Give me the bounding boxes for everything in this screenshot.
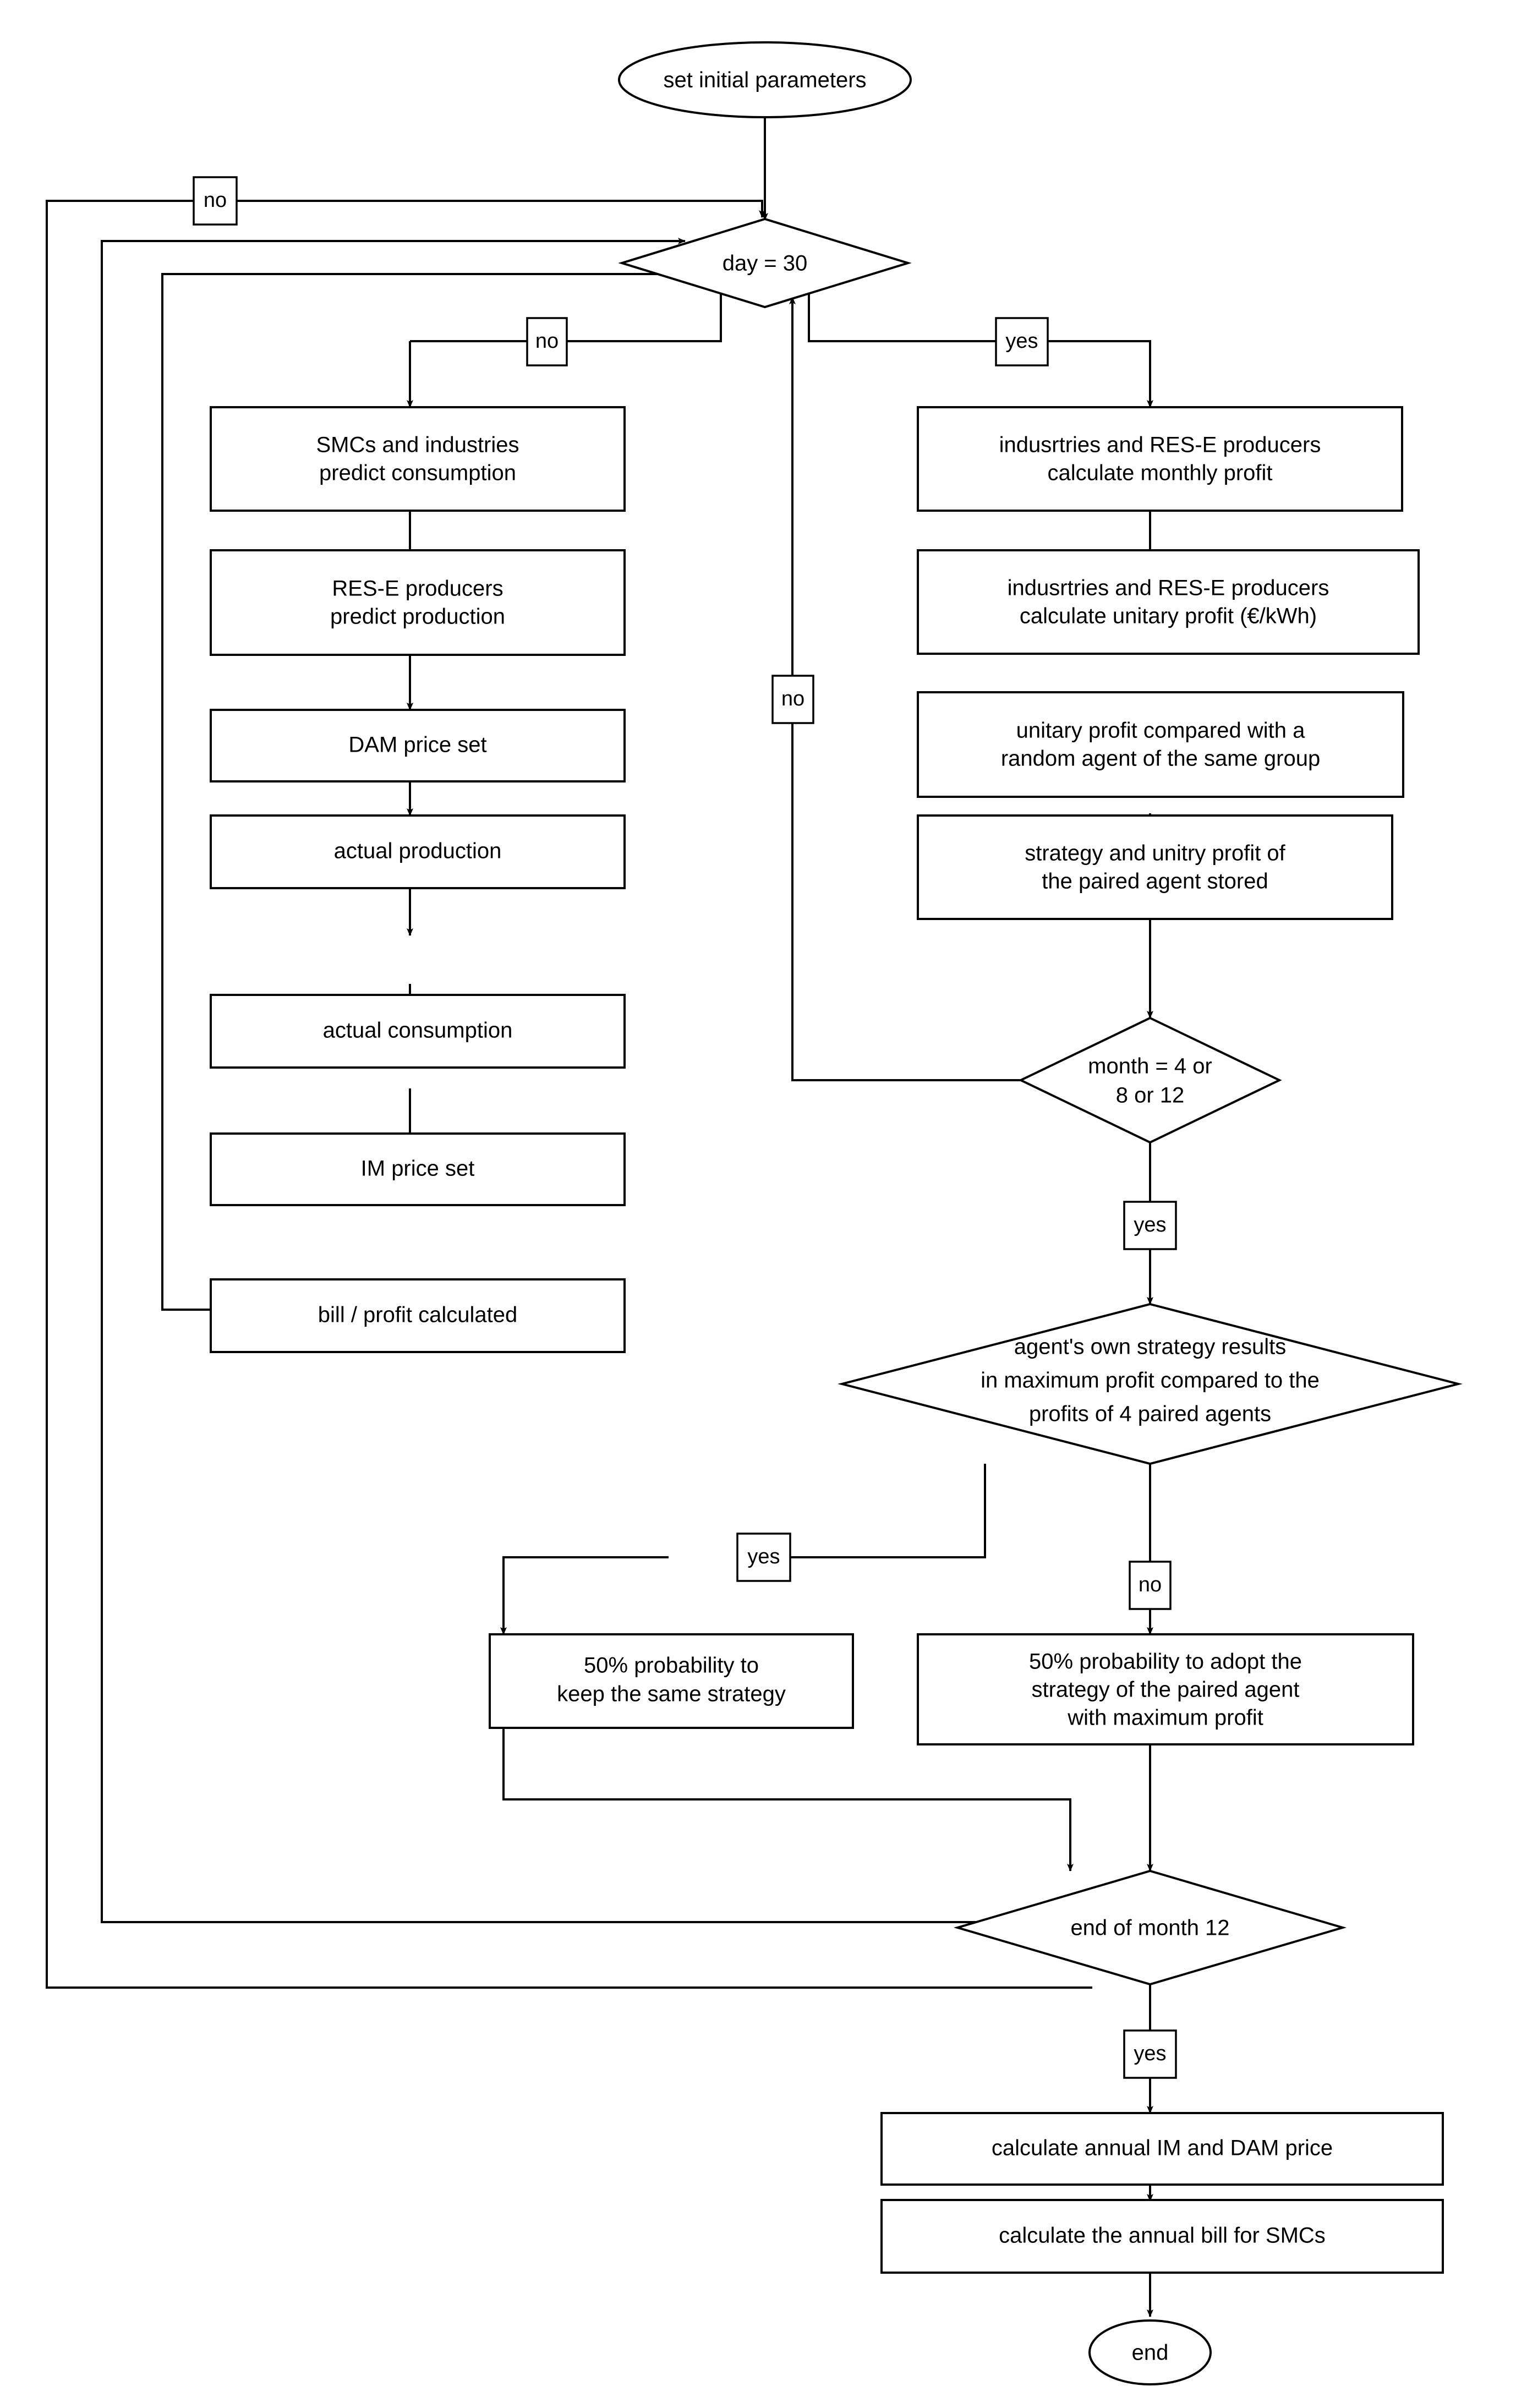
node-month-line1: month = 4 or — [1088, 1054, 1212, 1079]
edge-label-no-month-left-text: no — [781, 687, 804, 710]
node-left-1[interactable]: SMCs and industries predict consumption — [210, 406, 626, 512]
node-decision-day30[interactable]: day = 30 — [618, 217, 912, 309]
edge-label-yes-month-down-text: yes — [1134, 1213, 1166, 1236]
node-month-line2: 8 or 12 — [1116, 1083, 1185, 1108]
node-left-6[interactable]: IM price set — [210, 1132, 626, 1206]
edge-label-yes-maxprofit-left-text: yes — [747, 1545, 780, 1568]
node-start[interactable]: set initial parameters — [618, 41, 912, 118]
edge-label-yes-eom12-down: yes — [1123, 2029, 1177, 2079]
node-prob-keep-line2: keep the same strategy — [557, 1682, 786, 1706]
node-final-2[interactable]: calculate the annual bill for SMCs — [880, 2199, 1444, 2274]
edge-label-yes-maxprofit-left: yes — [736, 1533, 791, 1582]
node-start-label: set initial parameters — [663, 68, 866, 92]
node-left-7-line1: bill / profit calculated — [318, 1303, 517, 1327]
edge-day30-yes — [808, 274, 1153, 408]
edge-eom12-back-outer — [46, 200, 1092, 1989]
connector-layer — [46, 114, 1153, 2317]
node-right-1[interactable]: indusrtries and RES-E producers calculat… — [917, 406, 1403, 512]
node-decision-month[interactable]: month = 4 or 8 or 12 — [1018, 1016, 1282, 1144]
edge-label-no-day30-left: no — [526, 317, 568, 366]
node-right-3[interactable]: unitary profit compared with a random ag… — [917, 691, 1404, 798]
edge-label-yes-day30-right: yes — [995, 317, 1049, 366]
edge-eom12-back-outer-down — [685, 200, 765, 218]
node-day30-label: day = 30 — [723, 251, 808, 276]
node-maxprofit-line2: in maximum profit compared to the — [981, 1369, 1320, 1393]
node-prob-keep[interactable]: 50% probability to keep the same strateg… — [489, 1633, 854, 1729]
edge-l7-back-to-day30 — [161, 271, 686, 1311]
node-decision-max-profit[interactable]: agent's own strategy results in maximum … — [838, 1302, 1463, 1465]
node-left-5-line1: actual consumption — [323, 1019, 513, 1043]
node-prob-adopt-line1: 50% probability to adopt the — [1029, 1650, 1302, 1674]
node-prob-adopt[interactable]: 50% probability to adopt the strategy of… — [917, 1633, 1414, 1745]
node-right-4[interactable]: strategy and unitry profit of the paired… — [917, 814, 1393, 920]
edge-maxprofit-yes-down — [500, 1556, 669, 1635]
edge-eom12-back-mid — [101, 238, 1021, 1923]
node-prob-adopt-line3: with maximum profit — [1067, 1706, 1263, 1730]
node-prob-keep-line1: 50% probability to — [584, 1654, 759, 1678]
node-right-1-line1: indusrtries and RES-E producers — [999, 433, 1321, 457]
node-decision-end-of-month-12[interactable]: end of month 12 — [953, 1869, 1347, 1986]
node-eom12-label: end of month 12 — [1070, 1916, 1229, 1940]
node-left-1-line2: predict consumption — [319, 461, 516, 485]
edge-label-no-maxprofit-down: no — [1129, 1561, 1172, 1610]
node-right-1-line2: calculate monthly profit — [1047, 461, 1272, 485]
node-end-label: end — [1132, 2341, 1169, 2365]
node-left-7[interactable]: bill / profit calculated — [210, 1278, 626, 1353]
node-right-2-line1: indusrtries and RES-E producers — [1008, 576, 1329, 600]
node-final-2-label: calculate the annual bill for SMCs — [999, 2224, 1326, 2248]
node-left-2-line2: predict production — [330, 605, 505, 629]
node-left-2[interactable]: RES-E producers predict production — [210, 549, 626, 656]
node-final-1[interactable]: calculate annual IM and DAM price — [880, 2112, 1444, 2186]
node-right-3-line2: random agent of the same group — [1001, 747, 1320, 771]
node-right-4-line2: the paired agent stored — [1042, 869, 1268, 894]
node-final-1-label: calculate annual IM and DAM price — [992, 2136, 1333, 2160]
node-left-5[interactable]: actual consumption — [210, 994, 626, 1069]
node-right-2[interactable]: indusrtries and RES-E producers calculat… — [917, 549, 1420, 655]
edge-month-no-back — [789, 297, 1021, 1081]
node-maxprofit-line1: agent's own strategy results — [1014, 1335, 1287, 1359]
node-left-4-line1: actual production — [334, 839, 502, 863]
edge-label-no-month-left: no — [771, 675, 814, 724]
node-left-6-line1: IM price set — [361, 1157, 475, 1181]
edge-label-yes-eom12-down-text: yes — [1134, 2042, 1166, 2065]
edge-day30-no-out — [410, 274, 722, 342]
node-left-2-line1: RES-E producers — [332, 577, 503, 601]
node-left-3[interactable]: DAM price set — [210, 709, 626, 782]
edge-label-no-day30-left-text: no — [535, 330, 559, 353]
node-right-4-line1: strategy and unitry profit of — [1025, 841, 1285, 866]
edge-pkeep-to-eom12 — [502, 1728, 1074, 1871]
node-end[interactable]: end — [1088, 2319, 1212, 2385]
node-left-3-line1: DAM price set — [348, 733, 486, 757]
node-left-4[interactable]: actual production — [210, 814, 626, 889]
edge-label-yes-day30-right-text: yes — [1005, 330, 1038, 353]
node-prob-adopt-line2: strategy of the paired agent — [1032, 1678, 1300, 1702]
node-right-3-line1: unitary profit compared with a — [1016, 719, 1305, 743]
node-left-1-line1: SMCs and industries — [316, 433, 519, 457]
node-right-2-line2: calculate unitary profit (€/kWh) — [1020, 604, 1317, 628]
edge-label-no-maxprofit-down-text: no — [1139, 1573, 1162, 1596]
edge-label-no-top-outer-text: no — [204, 189, 227, 212]
node-maxprofit-line3: profits of 4 paired agents — [1029, 1402, 1271, 1426]
edge-maxprofit-yes-left — [737, 1464, 986, 1558]
edge-label-no-top-outer: no — [193, 176, 238, 226]
edge-label-yes-month-down: yes — [1123, 1201, 1177, 1250]
